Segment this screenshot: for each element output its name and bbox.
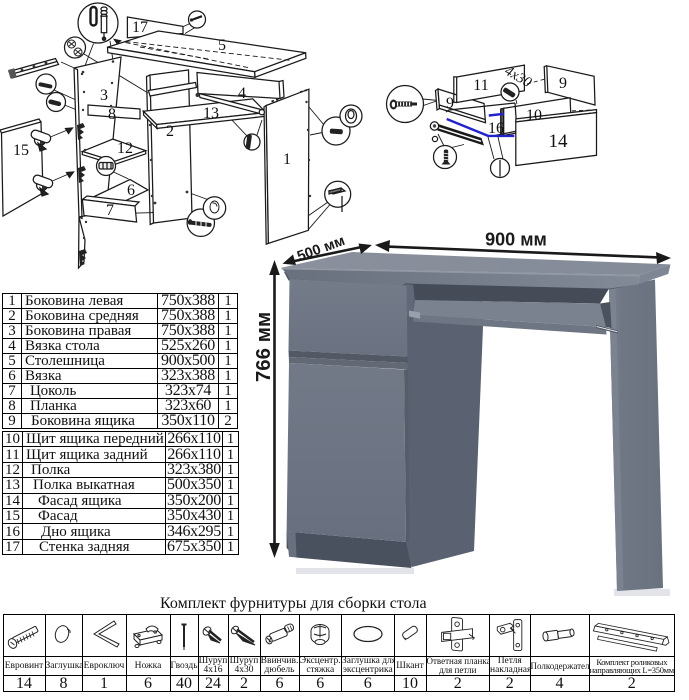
svg-text:11: 11 — [473, 77, 488, 94]
svg-text:14: 14 — [549, 131, 569, 152]
svg-text:7: 7 — [106, 202, 114, 219]
svg-text:8: 8 — [108, 106, 116, 123]
svg-text:15: 15 — [13, 142, 29, 159]
svg-text:13: 13 — [203, 105, 219, 122]
svg-text:9: 9 — [446, 95, 454, 112]
svg-text:3: 3 — [100, 87, 108, 104]
svg-text:4: 4 — [238, 85, 246, 102]
svg-text:5: 5 — [218, 37, 226, 54]
svg-text:2: 2 — [166, 123, 174, 140]
svg-text:9: 9 — [559, 75, 567, 92]
svg-text:900 мм: 900 мм — [485, 230, 547, 250]
svg-text:12: 12 — [117, 140, 133, 157]
svg-text:17: 17 — [132, 19, 148, 36]
svg-text:16: 16 — [488, 120, 504, 137]
svg-text:10: 10 — [526, 107, 542, 124]
svg-text:766 мм: 766 мм — [252, 312, 275, 382]
svg-text:1: 1 — [283, 151, 291, 168]
svg-text:6: 6 — [127, 182, 135, 199]
